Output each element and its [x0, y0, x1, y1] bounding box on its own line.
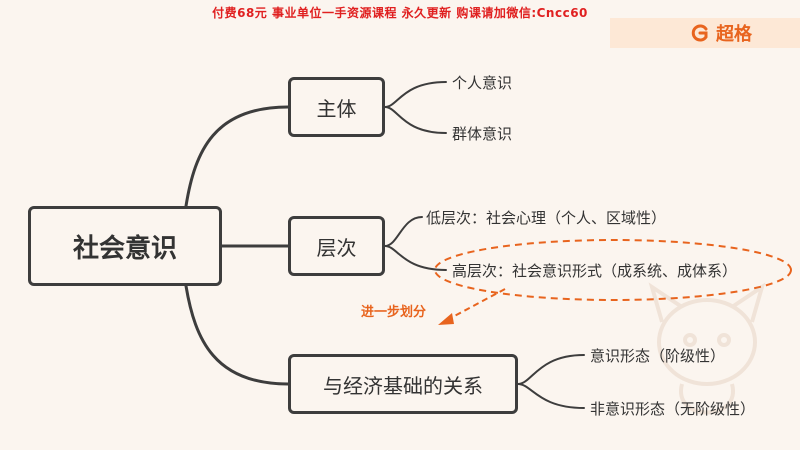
leaf-ideology: 意识形态（阶级性） — [590, 347, 726, 365]
branch-node-level: 层次 — [288, 216, 385, 276]
branch-node-relation: 与经济基础的关系 — [288, 354, 518, 414]
logo-text: 超格 — [716, 24, 752, 45]
connector-subject-child-1 — [384, 81, 447, 108]
brand-logo: 超格 — [690, 20, 752, 46]
leaf-individual-consciousness: 个人意识 — [452, 74, 513, 92]
connector-level-child-2 — [384, 245, 447, 271]
connector-level-child-1 — [384, 216, 423, 247]
annotation-further-division: 进一步划分 — [361, 305, 427, 320]
dashed-arrow — [446, 288, 506, 321]
leaf-high-level: 高层次：社会意识形式（成系统、成体系） — [452, 262, 738, 280]
leaf-low-level: 低层次：社会心理（个人、区域性） — [426, 209, 667, 227]
branch-node-subject: 主体 — [288, 77, 385, 137]
arrow-head-icon — [438, 313, 454, 325]
connector-relation-child-2 — [517, 383, 585, 409]
branch-label-level: 层次 — [316, 235, 357, 260]
connector-relation-child-1 — [517, 354, 585, 385]
top-banner: 付费68元 事业单位一手资源课程 永久更新 购课请加微信:Cncc60 — [212, 6, 588, 20]
root-label: 社会意识 — [72, 233, 177, 264]
mascot-watermark-icon — [648, 282, 766, 415]
branch-label-relation: 与经济基础的关系 — [323, 373, 483, 398]
connector-subject-child-2 — [384, 106, 447, 134]
connector-root-subject — [184, 105, 290, 208]
root-node: 社会意识 — [28, 206, 222, 286]
connector-root-relation — [184, 284, 290, 386]
leaf-non-ideology: 非意识形态（无阶级性） — [590, 400, 756, 418]
highlight-ellipse — [434, 239, 792, 301]
g-logo-icon — [691, 24, 708, 42]
branch-label-subject: 主体 — [316, 96, 357, 121]
leaf-group-consciousness: 群体意识 — [452, 125, 513, 143]
